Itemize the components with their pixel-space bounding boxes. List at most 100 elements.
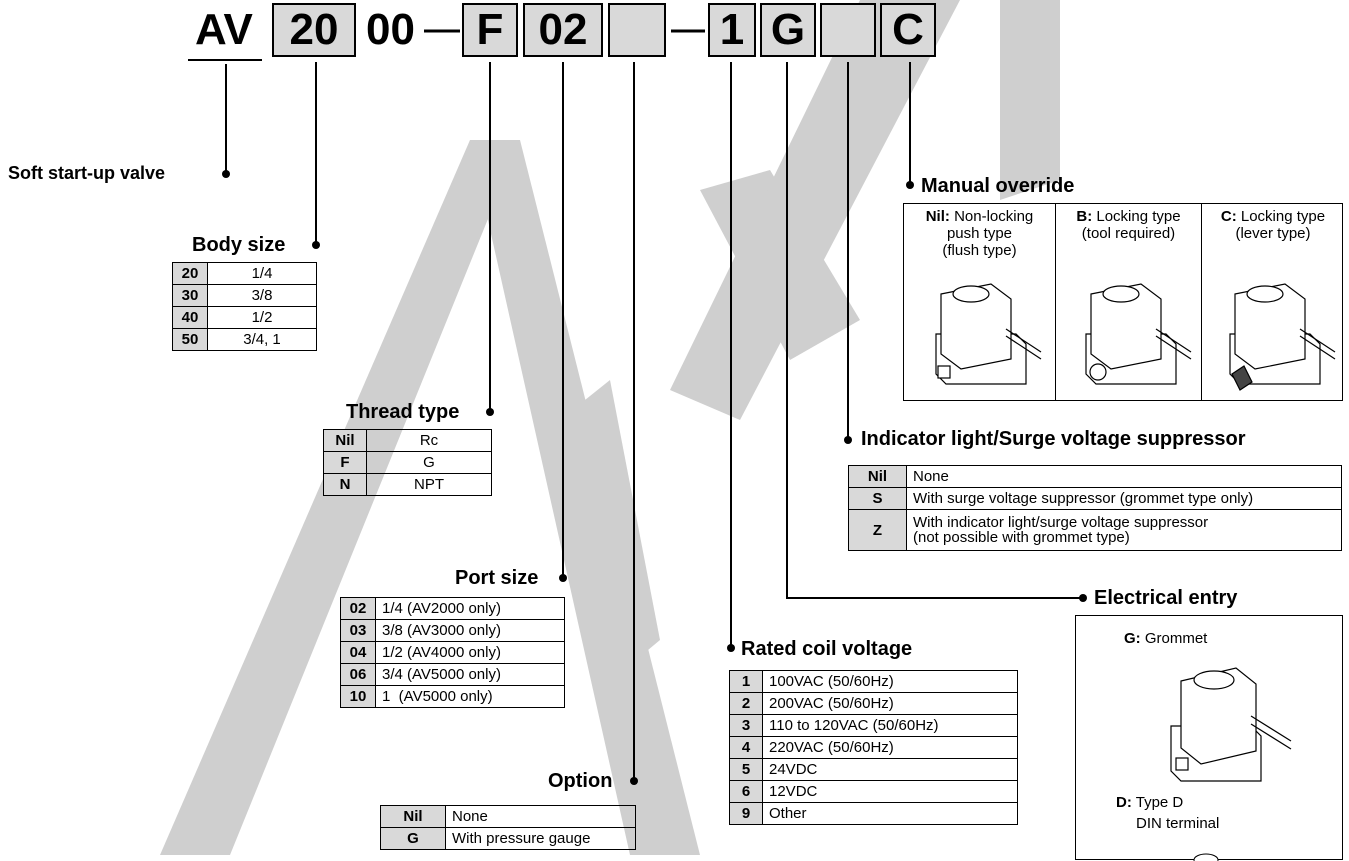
value-cell: 3/4, 1	[207, 328, 317, 351]
code-cell: 03	[340, 619, 376, 642]
code-cell: 50	[172, 328, 208, 351]
valve-din-illustration	[1193, 853, 1219, 861]
value-cell: None	[445, 805, 636, 828]
valve-wire	[1155, 328, 1192, 353]
option-code: B:	[1076, 208, 1093, 225]
leader-dot	[844, 436, 852, 444]
indicator-title: Indicator light/Surge voltage suppressor	[861, 428, 1246, 450]
manual-override-option-c: C: Locking type (lever type)	[1202, 204, 1344, 400]
value-cell: 3/8	[207, 284, 317, 307]
code-port-size-box: 02	[523, 3, 603, 57]
code-cell: 5	[729, 758, 763, 781]
entry-option-g: G: Grommet	[1124, 630, 1207, 647]
value-cell: 100VAC (50/60Hz)	[762, 670, 1018, 693]
valve-b-illustration	[1085, 283, 1192, 385]
manual-override-option-nil: Nil: Non-locking push type (flush type)	[904, 204, 1056, 400]
option-text: B: Locking type	[1056, 208, 1201, 225]
code-cell: 06	[340, 663, 376, 686]
valve-cap	[1193, 853, 1219, 861]
valve-body	[1180, 667, 1257, 765]
valve-wire	[1250, 715, 1292, 742]
value-cell: 110 to 120VAC (50/60Hz)	[762, 714, 1018, 737]
value-line: (not possible with grommet type)	[913, 529, 1130, 546]
option-line: Locking type	[1096, 208, 1181, 225]
code-cell: 40	[172, 306, 208, 329]
valve-button	[937, 365, 951, 379]
valve-c-illustration	[1229, 283, 1336, 391]
entry-option-d: D: Type D	[1116, 794, 1183, 811]
code-series-suffix: 00	[366, 5, 415, 54]
valve-lock-knob	[1089, 363, 1107, 381]
code-cell: S	[848, 487, 907, 510]
value-line: With indicator light/surge voltage suppr…	[913, 514, 1209, 531]
valve-body	[1234, 283, 1306, 370]
code-cell: G	[380, 827, 446, 850]
manual-override-option-b: B: Locking type (tool required)	[1056, 204, 1202, 400]
code-prefix: AV	[195, 5, 253, 54]
option-line: Non-locking	[954, 208, 1034, 225]
port-size-title: Port size	[455, 567, 539, 589]
valve-lever	[1231, 365, 1253, 391]
watermark-stroke	[160, 140, 520, 855]
code-thread-type-box: F	[462, 3, 518, 57]
code-cell: Z	[848, 509, 907, 551]
coil-voltage-title: Rated coil voltage	[741, 638, 913, 660]
valve-grommet-illustration	[1170, 667, 1292, 782]
value-cell: With indicator light/surge voltage suppr…	[906, 509, 1342, 551]
code-cell: F	[323, 451, 367, 474]
leader-dot	[906, 181, 914, 189]
option-line: Locking type	[1240, 208, 1326, 225]
code-option-box	[608, 3, 666, 57]
code-body-size-box: 20	[272, 3, 356, 57]
value-cell: 24VDC	[762, 758, 1018, 781]
manual-override-title: Manual override	[921, 175, 1075, 197]
value-cell: 1 (AV5000 only)	[375, 685, 565, 708]
valve-wire	[1299, 335, 1336, 360]
option-text: C: Locking type	[1202, 208, 1344, 225]
manual-override-panel: Nil: Non-locking push type (flush type) …	[903, 203, 1343, 401]
value-cell: 200VAC (50/60Hz)	[762, 692, 1018, 715]
leader-dot	[312, 241, 320, 249]
leader-dot	[486, 408, 494, 416]
valve-cap	[1193, 670, 1235, 690]
option-line: Type D	[1135, 794, 1184, 811]
value-cell: G	[366, 451, 492, 474]
valve-wire	[1005, 328, 1042, 353]
valve-wire	[1250, 723, 1292, 750]
leader-line-electrical	[786, 62, 1083, 599]
valve-cap	[1102, 285, 1140, 303]
option-code: G:	[1124, 630, 1141, 647]
valve-body	[940, 283, 1012, 370]
value-cell: Other	[762, 802, 1018, 825]
code-cell: 10	[340, 685, 376, 708]
option-code: C:	[1220, 208, 1237, 225]
option-title: Option	[548, 770, 613, 792]
code-cell: Nil	[848, 465, 907, 488]
electrical-entry-title: Electrical entry	[1094, 587, 1238, 609]
leader-dot	[559, 574, 567, 582]
option-line: Grommet	[1144, 630, 1208, 647]
valve-cap	[1246, 285, 1284, 303]
leader-dot	[630, 777, 638, 785]
value-cell: None	[906, 465, 1342, 488]
value-cell: With surge voltage suppressor (grommet t…	[906, 487, 1342, 510]
